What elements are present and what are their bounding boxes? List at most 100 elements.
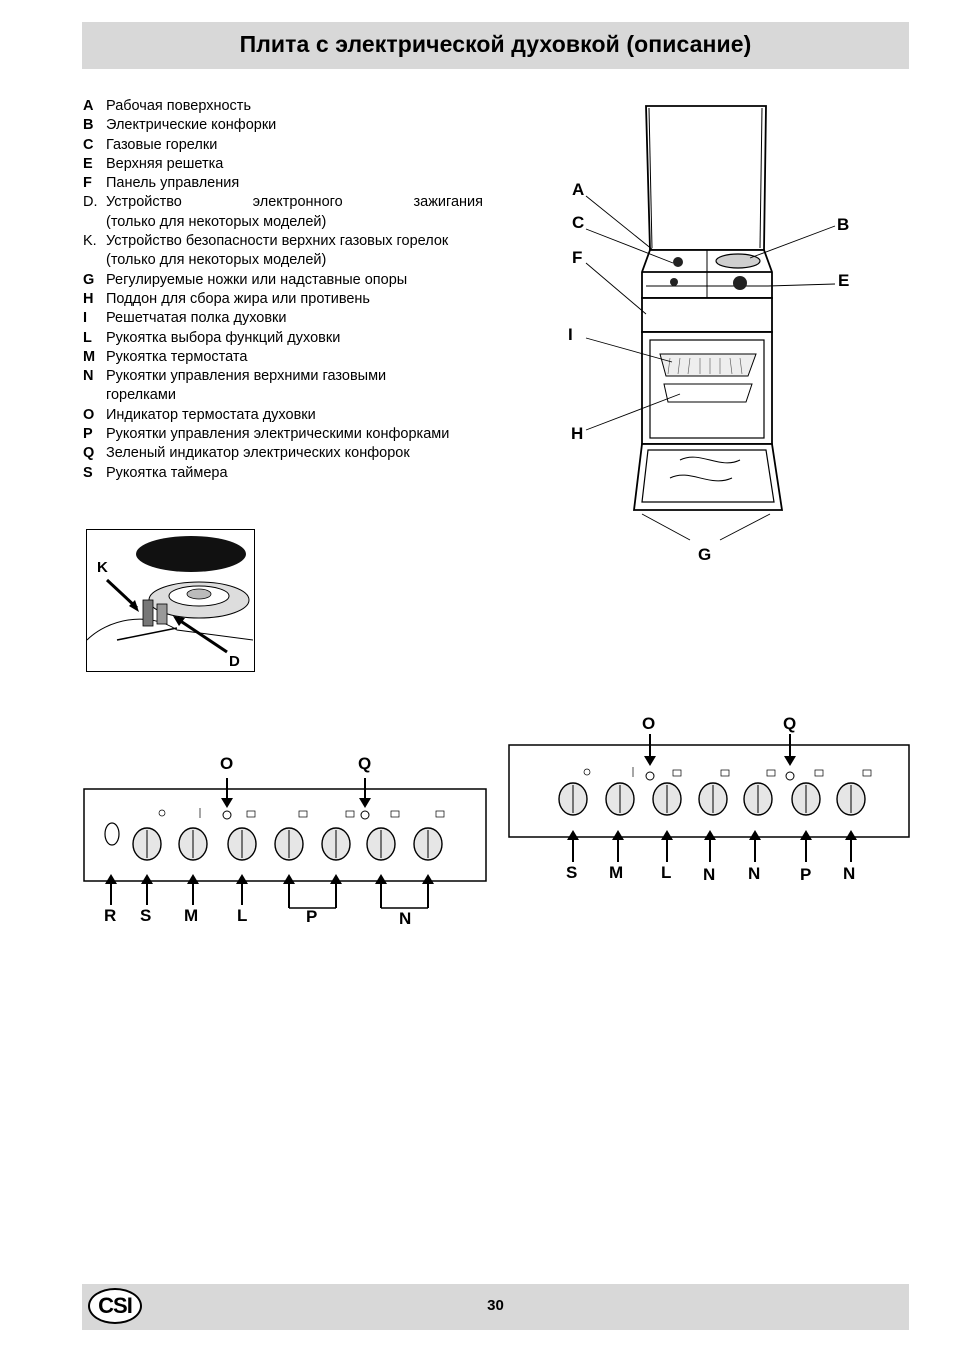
- panel1-label-p: P: [306, 907, 318, 926]
- legend-list: A Рабочая поверхность B Электрические конф…: [83, 97, 483, 483]
- panel2-label-q: Q: [783, 714, 797, 733]
- legend-text: Электрические конфорки: [106, 117, 277, 134]
- legend-key: K.: [83, 233, 97, 250]
- panel1-label-s: S: [140, 906, 152, 925]
- panel2-label-p: P: [800, 865, 812, 884]
- legend-key: O: [83, 406, 95, 423]
- stove-label-a: A: [572, 180, 585, 199]
- title-bar: Плита с электрической духовкой (описание…: [82, 22, 909, 69]
- legend-text: (только для некоторых моделей): [106, 213, 327, 230]
- legend-item: F Панель управления: [83, 174, 483, 193]
- legend-key: D.: [83, 194, 98, 211]
- legend-item: Q Зеленый индикатор электрических конфоро…: [83, 444, 483, 463]
- stove-label-e: E: [838, 271, 850, 290]
- legend-item: M Рукоятка термостата: [83, 348, 483, 367]
- legend-key: A: [83, 98, 94, 114]
- legend-key: I: [83, 310, 88, 327]
- legend-key: M: [83, 348, 96, 365]
- legend-item: H Поддон для сбора жира или противень: [83, 290, 483, 309]
- legend-item: A Рабочая поверхность: [83, 97, 483, 116]
- legend-key: C: [83, 136, 94, 153]
- page-number: 30: [487, 1297, 504, 1314]
- legend-text: (только для некоторых моделей): [106, 252, 327, 269]
- legend-item: (только для некоторых моделей): [83, 213, 483, 232]
- burner-label-d: D: [229, 653, 240, 670]
- stove-illustration: A C B F E I H G: [560, 100, 860, 570]
- legend-text: Рукоятки управления электрическими конфо…: [106, 426, 450, 443]
- legend-item: (только для некоторых моделей): [83, 251, 483, 270]
- control-panel-2-drawing: [508, 734, 910, 862]
- panel2-label-n3: N: [843, 864, 856, 883]
- legend-item: I Решетчатая полка духовки: [83, 309, 483, 328]
- csi-logo: CSI: [88, 1288, 142, 1324]
- legend-text: Газовые горелки: [106, 136, 218, 153]
- stove-label-b: B: [837, 215, 850, 234]
- legend-text: Регулируемые ножки или надставные опоры: [106, 271, 408, 288]
- legend-text: Устройство электронного зажигания: [106, 194, 483, 211]
- control-panel-2-figure: O Q S M L N N P N: [505, 710, 915, 890]
- legend-item: L Рукоятка выбора функций духовки: [83, 329, 483, 348]
- panel2-label-o: O: [642, 714, 656, 733]
- legend-item: B Электрические конфорки: [83, 116, 483, 135]
- legend-text: Рабочая поверхность: [106, 98, 251, 114]
- panel2-label-m: M: [609, 863, 624, 882]
- control-panel-1-drawing: [83, 778, 487, 909]
- legend-item: E Верхняя решетка: [83, 155, 483, 174]
- control-panel-1-figure: O Q R S M L P N: [82, 750, 492, 935]
- panel1-label-m: M: [184, 906, 199, 925]
- legend-text: Рукоятка таймера: [106, 464, 228, 481]
- legend-text: Панель управления: [106, 175, 240, 192]
- legend-key: N: [83, 368, 94, 385]
- legend-text: Рукоятки управления верхними газовыми: [106, 368, 387, 385]
- footer-bar: CSI 30: [82, 1284, 909, 1330]
- stove-label-h: H: [571, 424, 584, 443]
- legend-key: [83, 213, 106, 232]
- legend-text: Верхняя решетка: [106, 155, 224, 172]
- legend-key: G: [83, 271, 95, 288]
- legend-key: [83, 386, 106, 405]
- stove-label-g: G: [698, 545, 712, 564]
- legend-key: [83, 251, 106, 270]
- legend-key: P: [83, 426, 93, 443]
- page-title: Плита с электрической духовкой (описание…: [239, 31, 752, 57]
- panel1-label-o: O: [220, 754, 234, 773]
- burner-label-k: K: [97, 559, 108, 576]
- stove-label-i: I: [568, 325, 573, 344]
- panel1-label-q: Q: [358, 754, 372, 773]
- legend-key: E: [83, 155, 93, 172]
- panel1-label-l: L: [237, 906, 248, 925]
- legend-key: S: [83, 464, 93, 481]
- legend-text: Зеленый индикатор электрических конфорок: [106, 445, 410, 462]
- panel2-label-l: L: [661, 863, 672, 882]
- legend-key: Q: [83, 445, 95, 462]
- legend-key: L: [83, 329, 92, 346]
- legend-key: H: [83, 290, 94, 307]
- panel1-label-r: R: [104, 906, 117, 925]
- legend-text: Устройство безопасности верхних газовых …: [106, 233, 449, 250]
- panel2-label-n1: N: [703, 865, 716, 884]
- panel2-label-n2: N: [748, 864, 761, 883]
- panel2-label-s: S: [566, 863, 578, 882]
- legend-text: Рукоятка выбора функций духовки: [106, 329, 341, 346]
- stove-label-f: F: [572, 248, 583, 267]
- legend-item: O Индикатор термостата духовки: [83, 406, 483, 425]
- legend-item: C Газовые горелки: [83, 136, 483, 155]
- legend-item: N Рукоятки управления верхними газовыми: [83, 367, 483, 386]
- legend-item: G Регулируемые ножки или надставные опоры: [83, 271, 483, 290]
- stove-label-c: C: [572, 213, 585, 232]
- legend-item: K. Устройство безопасности верхних газовы…: [83, 232, 483, 251]
- stove-drawing: [585, 105, 836, 541]
- legend-text: горелками: [106, 387, 176, 404]
- burner-drawing: [86, 536, 254, 654]
- legend-text: Поддон для сбора жира или противень: [106, 290, 370, 307]
- legend-text: Решетчатая полка духовки: [106, 310, 287, 327]
- legend-item: P Рукоятки управления электрическими конф…: [83, 425, 483, 444]
- legend-text: Рукоятка термостата: [106, 348, 248, 365]
- legend-item: S Рукоятка таймера: [83, 464, 483, 483]
- legend-text: Индикатор термостата духовки: [106, 406, 316, 423]
- legend-key: B: [83, 117, 94, 134]
- legend-item: горелками: [83, 386, 483, 405]
- panel1-label-n: N: [399, 909, 412, 928]
- legend-key: F: [83, 175, 92, 192]
- legend-item: D. Устройство электронного зажигания: [83, 193, 483, 212]
